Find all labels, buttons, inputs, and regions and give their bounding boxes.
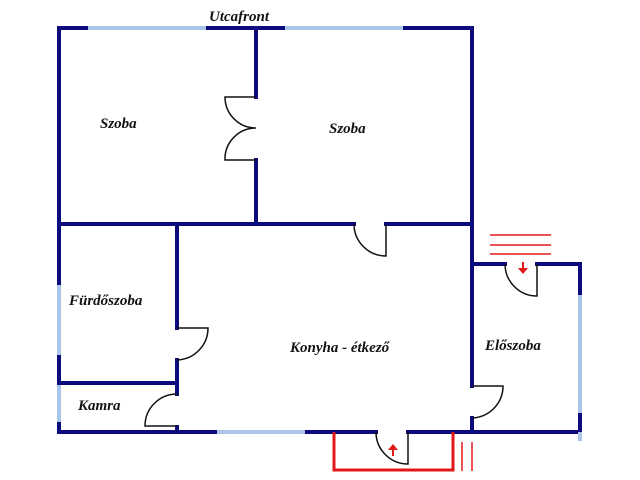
kitchen-outer-door xyxy=(375,431,409,465)
kitchen-door xyxy=(353,223,387,257)
bathroom-door xyxy=(176,327,209,361)
doors xyxy=(144,96,538,465)
hall-door xyxy=(471,385,504,419)
street-label: Utcafront xyxy=(209,9,269,25)
room-label-szoba-2: Szoba xyxy=(329,121,366,137)
pantry-door xyxy=(144,393,178,427)
room-label-szoba-1: Szoba xyxy=(100,116,137,132)
stairs xyxy=(332,234,551,472)
arrow-icons xyxy=(388,262,528,456)
walls xyxy=(57,26,582,434)
windows xyxy=(57,26,582,441)
entrance-door xyxy=(504,263,538,297)
room-label-kitchen: Konyha - étkező xyxy=(290,340,390,356)
room-label-hall: Előszoba xyxy=(485,338,541,354)
double-door xyxy=(224,96,257,161)
room-label-bathroom: Fürdőszoba xyxy=(69,293,143,309)
room-label-pantry: Kamra xyxy=(78,398,121,414)
